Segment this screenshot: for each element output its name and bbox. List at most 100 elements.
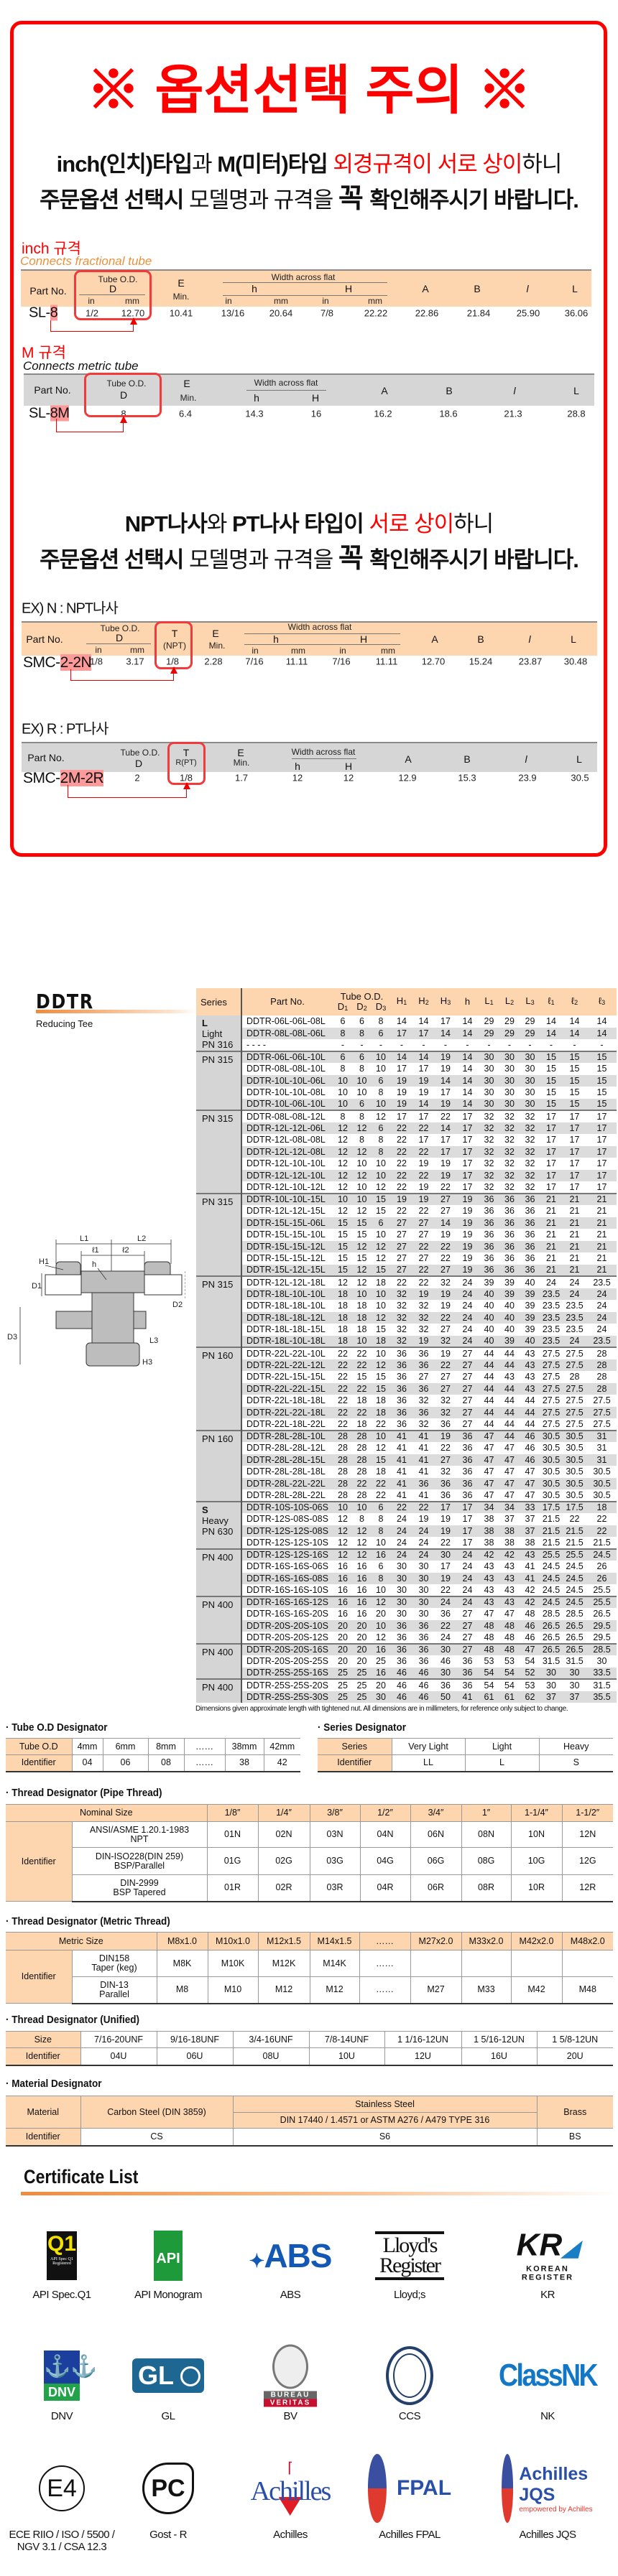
header-metric-size: Metric Size: [6, 1932, 157, 1950]
dimension-cell: 15: [376, 1206, 386, 1217]
cell-value: 16: [310, 408, 322, 419]
dimension-cell: 48: [479, 1619, 499, 1632]
dimension-cell: 48: [525, 1609, 535, 1619]
dimension-cell: 48: [499, 1642, 520, 1655]
material-stainless: Stainless Steel: [232, 2096, 538, 2113]
dimension-cell: 50: [435, 1691, 456, 1703]
dimension-cell: 30: [525, 1064, 535, 1074]
part-number-cell: DDTR-16S-16S-20S: [246, 1609, 328, 1619]
header-unit: in: [225, 296, 232, 306]
divider: [79, 294, 145, 295]
dimension-cell: 24.5: [562, 1595, 587, 1608]
dimension-cell: 14: [435, 1122, 456, 1134]
dimension-cell: 28: [353, 1454, 371, 1466]
dimension-cell: 32: [499, 1122, 520, 1134]
dimension-cell: 15: [333, 1240, 353, 1252]
dimension-cell: 30.5: [587, 1477, 617, 1489]
header-symbol: L: [504, 995, 511, 1006]
logo-part: VERITAS: [264, 2399, 317, 2407]
cell-value: 8: [121, 408, 126, 419]
dimension-cell: 41: [391, 1429, 412, 1442]
dimension-cell: 36: [504, 1229, 515, 1240]
part-number-cell: DDTR-12L-12L-08L: [241, 1145, 333, 1158]
cell-value: 16.2: [374, 408, 392, 419]
header-subscript: 1: [344, 1005, 349, 1012]
part-number-cell: DDTR-12L-08L-08L: [246, 1135, 326, 1145]
dimension-cell: 34: [499, 1500, 520, 1513]
dimension-cell: 14: [569, 1016, 580, 1027]
part-code-highlight: 8M: [50, 405, 70, 422]
label-line: DNV: [50, 2410, 73, 2422]
dimension-cell: 46: [391, 1691, 412, 1703]
dimension-cell: 12: [353, 1145, 371, 1158]
dimension-cell: 10: [371, 1169, 391, 1181]
dimension-cell: 38: [525, 1537, 535, 1548]
dimension-cell: 17: [546, 1158, 556, 1169]
dimension-cell: 30: [435, 1548, 456, 1561]
dimension-cell: 36: [484, 1206, 494, 1217]
dimension-cell: 29: [479, 1027, 499, 1039]
header-b: B: [464, 753, 471, 765]
table-cell: 06: [102, 1754, 149, 1772]
dimension-cell: 36: [418, 1656, 429, 1667]
dimension-cell: 36: [412, 1359, 435, 1371]
cell-value: 7/16: [332, 656, 351, 667]
logo-part: ⚓⚓: [44, 2351, 98, 2384]
table-cell: 08U: [232, 2047, 310, 2066]
header-symbol: ℓ: [571, 995, 575, 1006]
dimension-cell: 32: [504, 1158, 515, 1169]
dimension-cell: 17: [391, 1110, 412, 1122]
dimension-cell: 10: [333, 1098, 353, 1110]
dimension-cell: 29: [520, 1027, 540, 1039]
header-d: D: [119, 389, 128, 401]
dimension-cell: 27: [435, 1382, 456, 1395]
dimension-cell: 24.5: [587, 1548, 617, 1561]
dimension-cell: 15: [333, 1264, 353, 1276]
identifier-cell: M42: [510, 1976, 563, 2004]
dimension-cell: 41: [397, 1489, 407, 1500]
dimension-cell: 47: [499, 1477, 520, 1489]
certificate-label: DNV: [51, 2410, 73, 2422]
dimension-cell: 17: [462, 1514, 473, 1525]
dimension-cell: 36: [499, 1217, 520, 1229]
identifier-cell: 08G: [461, 1847, 512, 1875]
identifier-cell: M12: [257, 1976, 310, 2004]
dimension-cell: 26.5: [566, 1632, 584, 1642]
dimension-cell: 15: [569, 1087, 580, 1098]
dimension-cell: 17: [435, 1145, 456, 1158]
dimension-cell: 17: [418, 1135, 429, 1145]
dimension-cell: 12: [333, 1275, 353, 1288]
dimension-cell: 32: [499, 1145, 520, 1158]
dimension-cell: 23.5: [540, 1311, 562, 1324]
dimension-cell: 17: [456, 1122, 479, 1134]
table-cell: 1 1/16-12UN: [384, 2031, 462, 2048]
header-size: 1-1/4″: [510, 1804, 563, 1822]
text-inch-type: inch(인치)타입: [56, 152, 193, 177]
dim-label: D1: [32, 1282, 42, 1291]
dimension-cell: 36: [525, 1253, 535, 1264]
dimension-cell: 18: [371, 1275, 391, 1288]
dimension-cell: 24: [462, 1561, 473, 1572]
dimension-cell: 41: [418, 1443, 429, 1454]
dimension-cell: 19: [441, 1229, 451, 1240]
dimension-cell: 30: [435, 1667, 456, 1679]
dimension-cell: 12: [353, 1122, 371, 1134]
dimension-cell: 6: [371, 1500, 391, 1513]
header-size: M42x2.0: [510, 1932, 563, 1950]
dimension-cell: 29.5: [587, 1619, 617, 1632]
dimension-cell: 25: [353, 1691, 371, 1703]
row-label: Series: [318, 1738, 392, 1755]
cell-value: 22.22: [364, 307, 388, 319]
dimension-cell: 41: [525, 1561, 535, 1572]
dimension-cell: 19: [456, 1192, 479, 1205]
dimension-cell: 24: [456, 1335, 479, 1347]
part-number-cell: DDTR-08L-08L-12L: [241, 1110, 333, 1122]
part-number-cell: DDTR-10L-10L-08L: [246, 1087, 326, 1098]
